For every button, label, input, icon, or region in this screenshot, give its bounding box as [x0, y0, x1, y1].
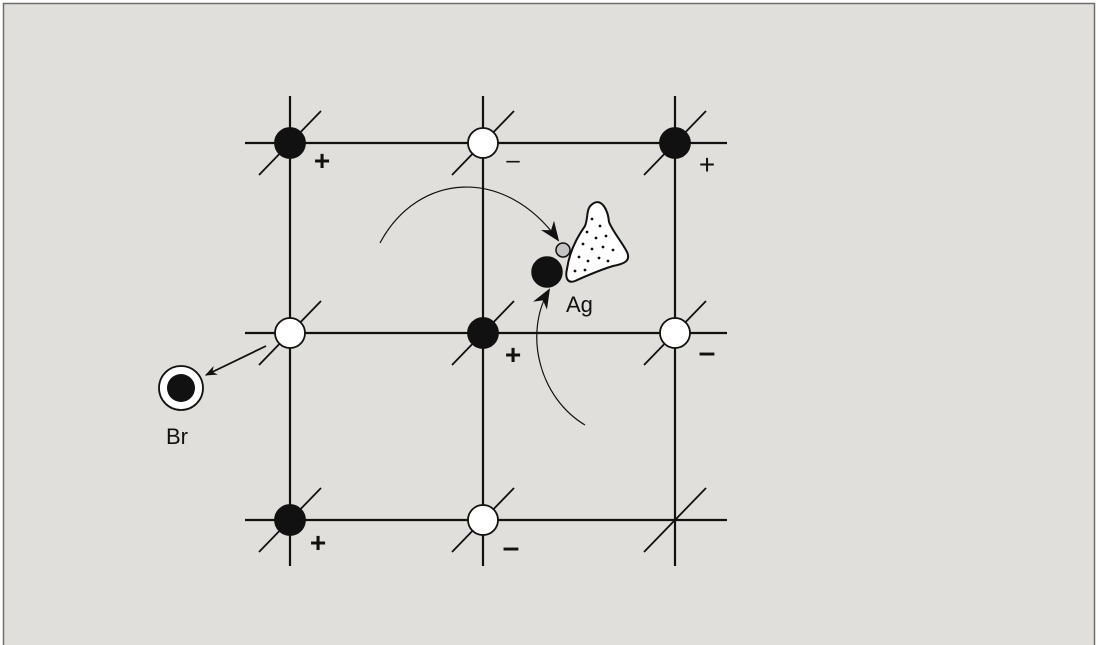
cation-tl	[275, 128, 305, 158]
anion-bm	[468, 505, 498, 535]
silver-label: Ag	[566, 292, 593, 317]
charge-tl: +	[314, 145, 330, 176]
cation-bl	[275, 505, 305, 535]
silver-ion	[532, 257, 562, 287]
bromine-label: Br	[166, 424, 188, 449]
small-atom	[556, 243, 570, 257]
anion-ml	[275, 318, 305, 348]
anion-mr	[660, 318, 690, 348]
cation-tr	[660, 128, 690, 158]
cation-mm	[468, 318, 498, 348]
charge-mm: +	[505, 339, 521, 370]
charge-bm: –	[503, 531, 520, 564]
charge-bl: +	[310, 527, 326, 558]
charge-tr: +	[699, 149, 715, 180]
anion-tm	[468, 128, 498, 158]
charge-tm: –	[506, 147, 520, 174]
charge-mr: –	[699, 336, 716, 369]
background-panel	[4, 4, 1095, 645]
bromine-core	[167, 374, 195, 402]
